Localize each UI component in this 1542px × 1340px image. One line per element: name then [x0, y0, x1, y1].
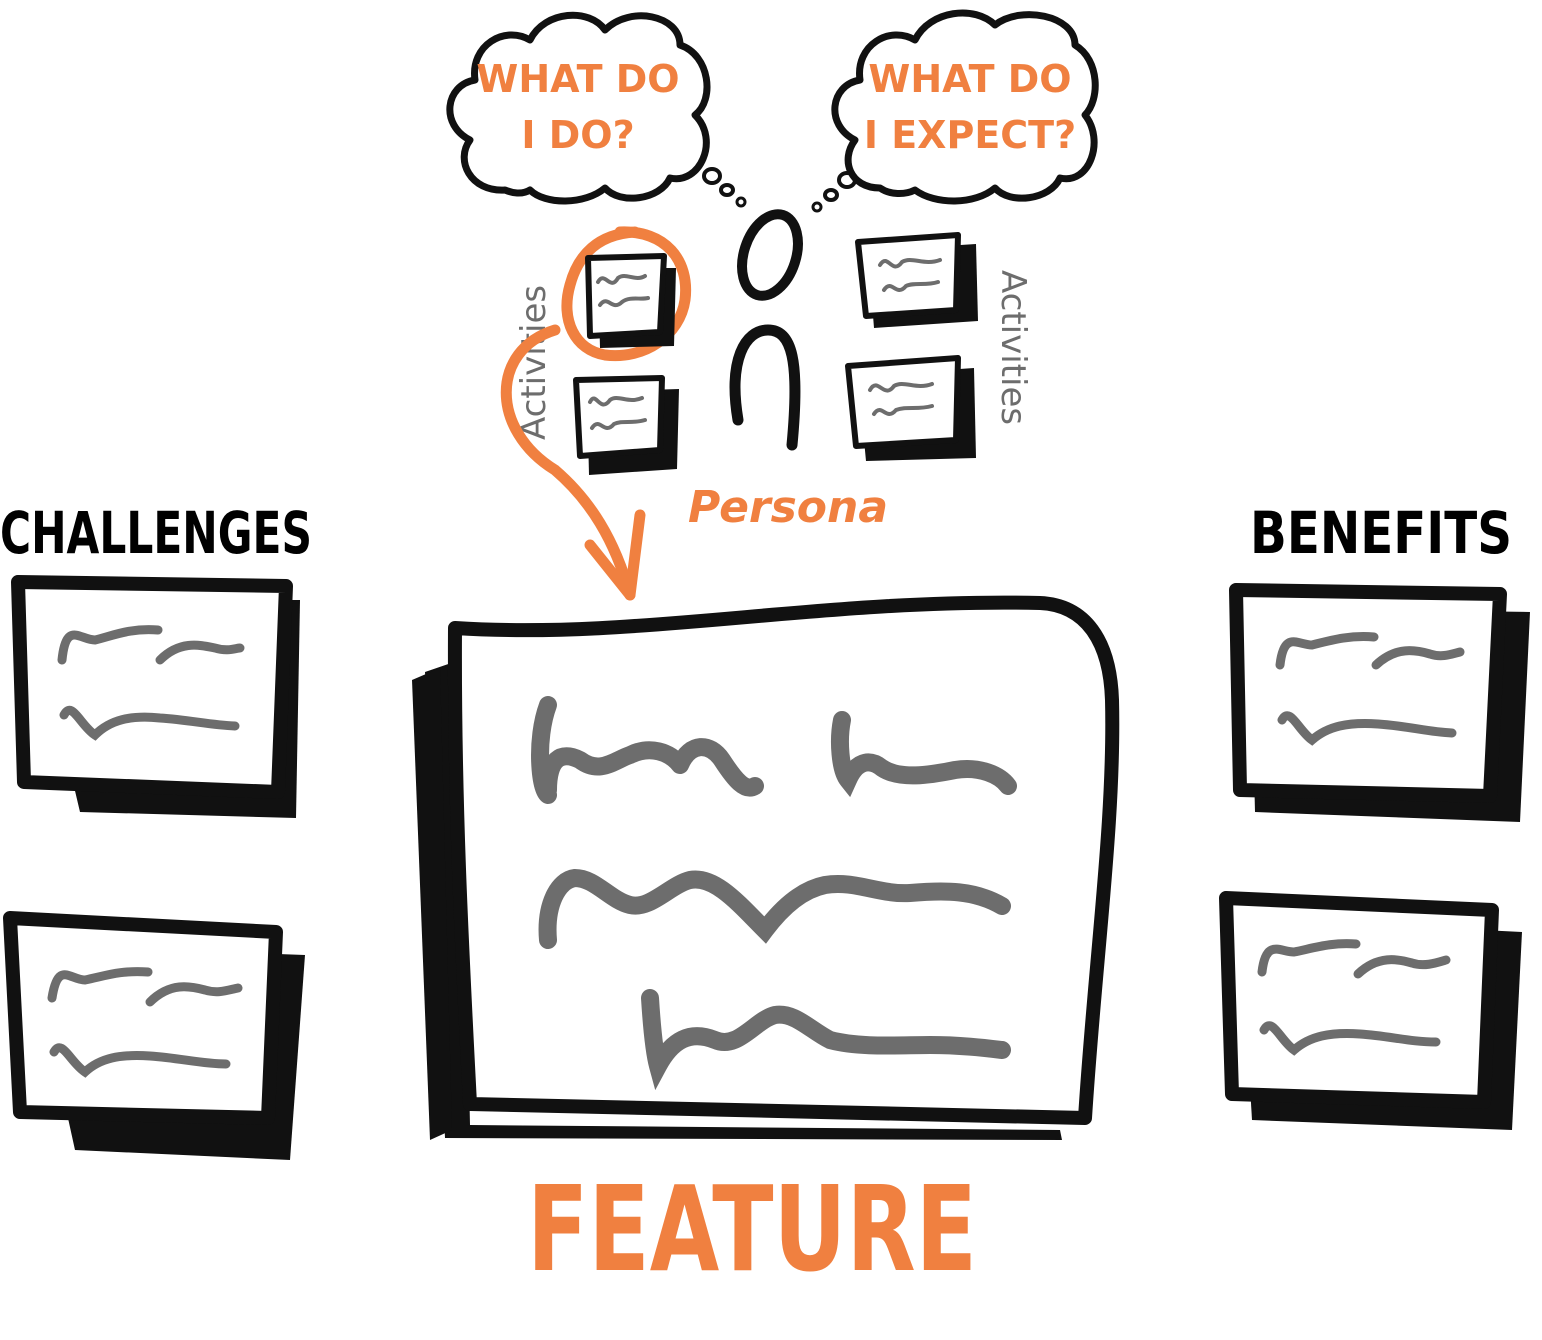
arrow-to-feature — [500, 324, 646, 601]
benefit-card-2 — [1219, 891, 1522, 1130]
persona-body-icon — [729, 324, 801, 451]
persona-head-icon — [737, 209, 803, 301]
thought-left-line1: WHAT DO — [476, 57, 679, 101]
activities-label-right: Activities — [993, 270, 1033, 425]
challenges-heading: CHALLENGES — [0, 499, 312, 567]
activity-card-top-left — [585, 253, 676, 348]
persona-figure — [729, 209, 803, 451]
persona-label: Persona — [688, 482, 888, 533]
thought-bubbles-right — [811, 171, 857, 213]
thought-cloud-left: WHAT DO I DO? — [446, 11, 711, 205]
challenge-card-2 — [3, 911, 305, 1160]
feature-label: FEATURE — [527, 1160, 977, 1298]
benefit-card-1 — [1229, 583, 1530, 822]
thought-left-line2: I DO? — [521, 113, 634, 157]
highlight-circle — [561, 226, 692, 362]
activity-card-top-right — [855, 232, 978, 328]
thought-cloud-right: WHAT DO I EXPECT? — [831, 9, 1099, 205]
thought-right-line2: I EXPECT? — [864, 113, 1076, 157]
activity-card-bottom-right — [845, 355, 976, 461]
challenge-card-1 — [11, 575, 300, 818]
thought-bubbles-left — [702, 167, 747, 208]
activities-label-left: Activities — [514, 285, 554, 440]
thought-right-line1: WHAT DO — [868, 57, 1071, 101]
activity-card-bottom-left — [573, 375, 679, 475]
feature-card — [412, 595, 1120, 1140]
benefits-heading: BENEFITS — [1250, 499, 1512, 567]
